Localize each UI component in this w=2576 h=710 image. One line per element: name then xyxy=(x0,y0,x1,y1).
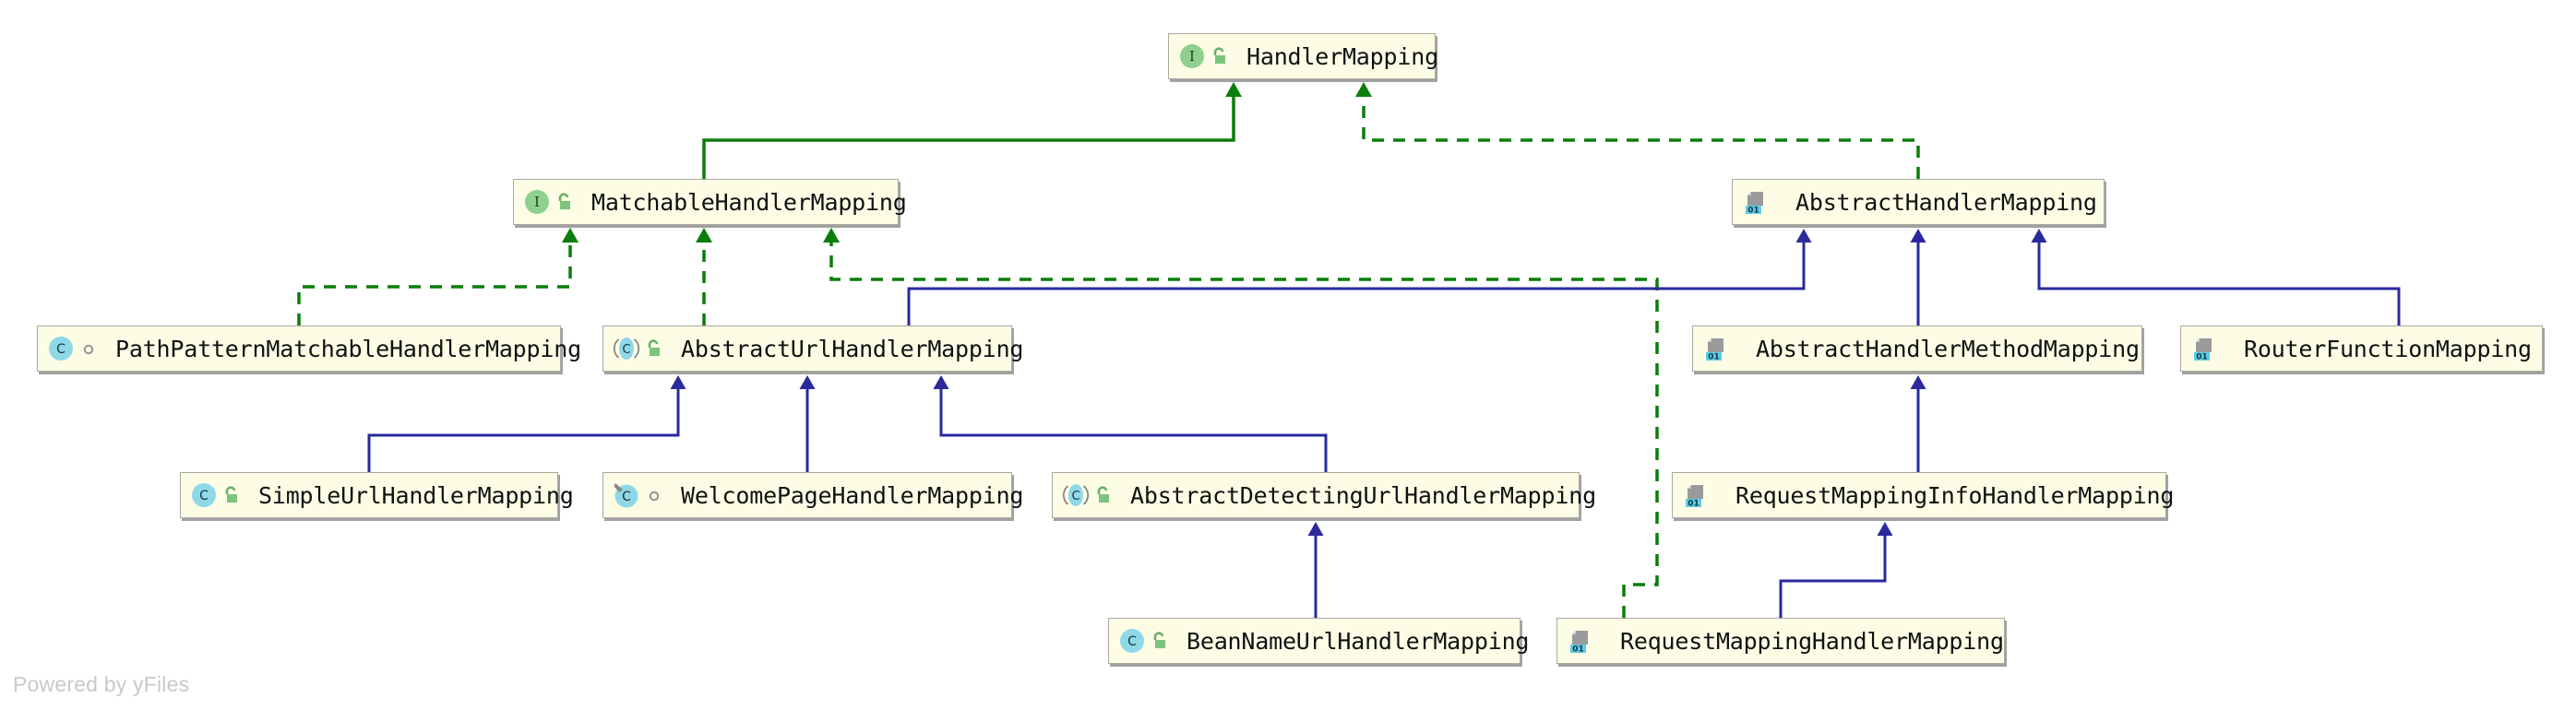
node-handlerMapping[interactable]: I HandlerMapping xyxy=(1168,33,1438,79)
node-label: WelcomePageHandlerMapping xyxy=(681,481,1024,509)
node-requestMappingHandlerMapping[interactable]: 01 RequestMappingHandlerMapping xyxy=(1556,618,2005,664)
edge-abstracturl-to-abstracthandlermapping xyxy=(907,229,1812,325)
abstract-class-c-icon: C xyxy=(1062,481,1090,509)
node-label: BeanNameUrlHandlerMapping xyxy=(1187,627,1530,655)
svg-text:C: C xyxy=(622,490,631,504)
node-label: AbstractUrlHandlerMapping xyxy=(681,335,1024,362)
final-class-c-icon: C xyxy=(613,481,640,509)
abstract-class-c-icon: C xyxy=(613,335,640,362)
edge-abstracthandlermapping-to-handlermapping xyxy=(1355,82,1920,179)
node-label: AbstractDetectingUrlHandlerMapping xyxy=(1130,481,1596,509)
svg-text:C: C xyxy=(622,343,630,357)
svg-text:I: I xyxy=(1189,48,1195,65)
node-label: AbstractHandlerMethodMapping xyxy=(1756,335,2140,362)
svg-text:C: C xyxy=(1071,490,1079,503)
abstract-class-icon: 01 xyxy=(1682,481,1710,509)
edge-requestmappinghandler-to-requestmappinginfo xyxy=(1779,522,1893,618)
node-label: MatchableHandlerMapping xyxy=(591,188,907,216)
edge-abstractdetecting-to-abstracturl xyxy=(933,375,1328,472)
unlock-icon xyxy=(218,483,244,507)
node-simpleUrlHandlerMapping[interactable]: C SimpleUrlHandlerMapping xyxy=(180,472,574,518)
node-label: SimpleUrlHandlerMapping xyxy=(258,481,574,509)
edge-simpleurl-to-abstracturl xyxy=(367,375,686,472)
node-label: HandlerMapping xyxy=(1246,42,1438,70)
node-beanNameUrlHandlerMapping[interactable]: C BeanNameUrlHandlerMapping xyxy=(1108,618,1529,664)
node-abstractDetectingUrlHandlerMapping[interactable]: C AbstractDetectingUrlHandlerMapping xyxy=(1052,472,1596,518)
svg-text:01: 01 xyxy=(2196,353,2208,362)
svg-text:01: 01 xyxy=(1708,353,1720,362)
class-c-icon: C xyxy=(47,335,75,362)
svg-text:C: C xyxy=(56,342,66,357)
class-c-icon: C xyxy=(190,481,218,509)
node-welcomePageHandlerMapping[interactable]: C WelcomePageHandlerMapping xyxy=(602,472,1023,518)
svg-text:01: 01 xyxy=(1747,207,1759,216)
node-requestMappingInfoHandlerMapping[interactable]: 01 RequestMappingInfoHandlerMapping xyxy=(1672,472,2174,518)
node-label: PathPatternMatchableHandlerMapping xyxy=(115,335,581,362)
unlock-icon xyxy=(551,190,577,214)
svg-text:C: C xyxy=(199,489,209,503)
abstract-class-icon: 01 xyxy=(2190,335,2218,362)
node-matchableHandlerMapping[interactable]: I MatchableHandlerMapping xyxy=(513,179,907,225)
edge-routerfunction-to-abstracthandlermapping xyxy=(2031,229,2401,325)
abstract-class-icon: 01 xyxy=(1702,335,1730,362)
node-abstractHandlerMethodMapping[interactable]: 01 AbstractHandlerMethodMapping xyxy=(1692,325,2142,372)
svg-text:I: I xyxy=(534,194,540,210)
yfiles-watermark: Powered by yFiles xyxy=(13,672,190,696)
svg-text:C: C xyxy=(1127,634,1137,649)
class-c-icon: C xyxy=(1118,627,1146,655)
unlock-icon xyxy=(1090,483,1115,507)
unlock-icon xyxy=(640,337,666,361)
package-dot-icon xyxy=(640,483,666,507)
package-dot-icon xyxy=(75,337,101,361)
edge-pathpattern-to-matchable xyxy=(297,228,578,325)
unlock-icon xyxy=(1206,44,1232,68)
interface-i-icon: I xyxy=(1178,42,1206,70)
node-routerFunctionMapping[interactable]: 01 RouterFunctionMapping xyxy=(2180,325,2543,372)
node-label: RequestMappingInfoHandlerMapping xyxy=(1735,481,2175,509)
node-label: AbstractHandlerMapping xyxy=(1795,188,2097,216)
node-abstractHandlerMapping[interactable]: 01 AbstractHandlerMapping xyxy=(1732,179,2105,225)
edge-matchable-to-handlermapping xyxy=(702,82,1242,179)
abstract-class-icon: 01 xyxy=(1742,188,1770,216)
abstract-class-icon: 01 xyxy=(1567,627,1594,655)
node-abstractUrlHandlerMapping[interactable]: C AbstractUrlHandlerMapping xyxy=(602,325,1023,372)
unlock-icon xyxy=(1146,629,1172,653)
interface-i-icon: I xyxy=(523,188,551,216)
node-pathPatternMatchableHandlerMapping[interactable]: C PathPatternMatchableHandlerMapping xyxy=(37,325,581,372)
node-label: RouterFunctionMapping xyxy=(2244,335,2532,362)
edge-requestmappinghandler-to-matchable xyxy=(823,228,1659,618)
node-label: RequestMappingHandlerMapping xyxy=(1620,627,2004,655)
svg-text:01: 01 xyxy=(1688,500,1699,509)
svg-text:01: 01 xyxy=(1572,645,1584,655)
